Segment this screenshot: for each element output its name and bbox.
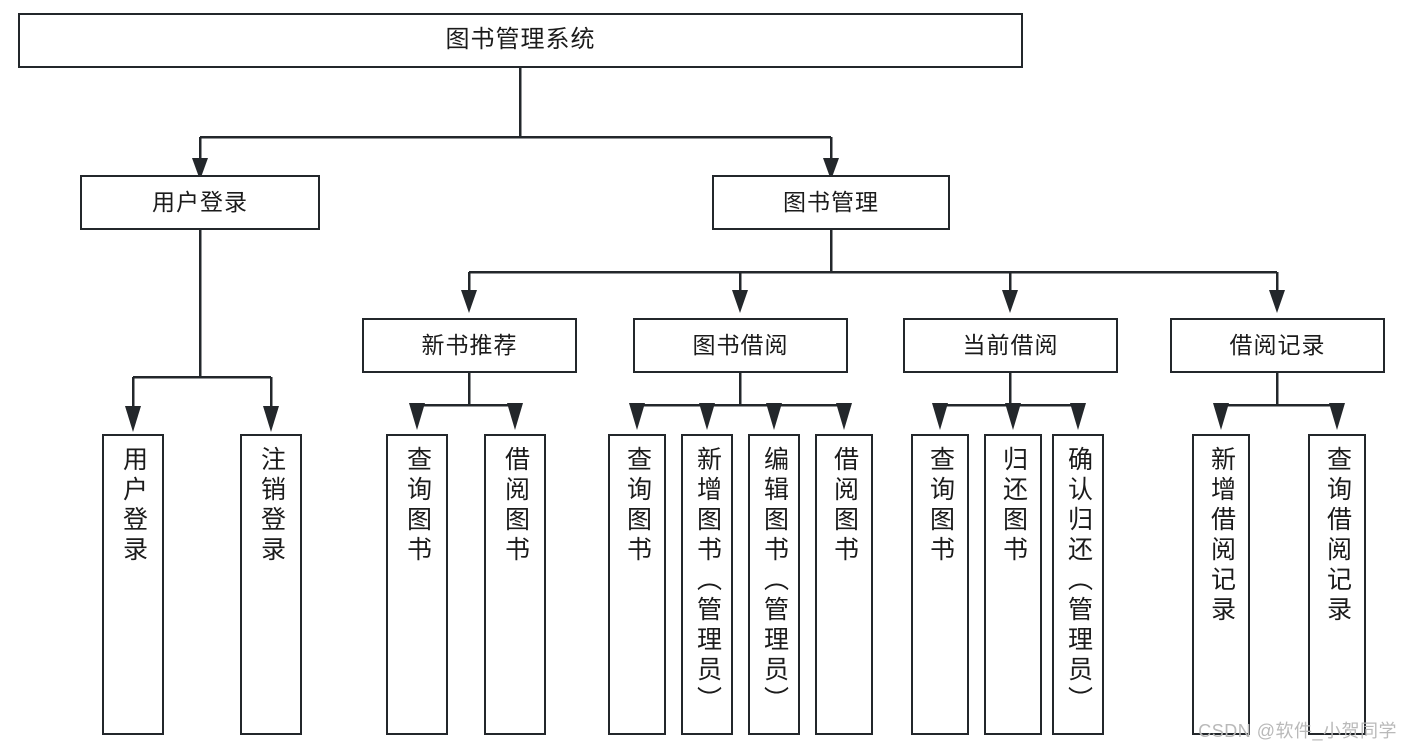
arrow-leaf-add-record bbox=[1213, 403, 1229, 430]
arrow-new-book-rec bbox=[461, 290, 477, 313]
leaf-borrow-book-1[interactable]: 借阅图书 bbox=[484, 434, 546, 735]
arrow-leaf-edit-book bbox=[766, 403, 782, 430]
arrow-leaf-user-login bbox=[125, 406, 141, 432]
node-user-login-label: 用户登录 bbox=[152, 188, 248, 215]
leaf-query-book-3-label: 查询图书 bbox=[926, 446, 955, 566]
leaf-query-book-2[interactable]: 查询图书 bbox=[608, 434, 666, 735]
node-new-book-rec[interactable]: 新书推荐 bbox=[362, 318, 577, 373]
arrow-leaf-add-book bbox=[699, 403, 715, 430]
node-new-book-rec-label: 新书推荐 bbox=[421, 331, 518, 358]
node-root-label: 图书管理系统 bbox=[445, 26, 596, 54]
leaf-query-book-3[interactable]: 查询图书 bbox=[911, 434, 969, 735]
leaf-borrow-book-1-label: 借阅图书 bbox=[501, 446, 530, 566]
node-book-manage[interactable]: 图书管理 bbox=[712, 175, 950, 230]
arrow-borrow-record bbox=[1269, 290, 1285, 313]
leaf-query-book-2-label: 查询图书 bbox=[623, 446, 652, 566]
leaf-query-record[interactable]: 查询借阅记录 bbox=[1308, 434, 1366, 735]
arrow-leaf-borrow-book-1 bbox=[507, 403, 523, 430]
arrow-leaf-return-book bbox=[1005, 403, 1021, 430]
arrow-leaf-user-logout bbox=[263, 406, 279, 432]
node-user-login[interactable]: 用户登录 bbox=[80, 175, 320, 230]
arrow-current-borrow bbox=[1002, 290, 1018, 313]
arrow-leaf-borrow-book-2 bbox=[836, 403, 852, 430]
leaf-return-book-label: 归还图书 bbox=[999, 446, 1028, 566]
node-book-borrow[interactable]: 图书借阅 bbox=[633, 318, 848, 373]
leaf-confirm-return-label: 确认归还（管理员） bbox=[1064, 446, 1093, 716]
arrow-leaf-confirm-return bbox=[1070, 403, 1086, 430]
leaf-confirm-return[interactable]: 确认归还（管理员） bbox=[1052, 434, 1104, 735]
leaf-add-record-label: 新增借阅记录 bbox=[1207, 446, 1236, 626]
leaf-edit-book[interactable]: 编辑图书（管理员） bbox=[748, 434, 800, 735]
leaf-user-login-label: 用户登录 bbox=[119, 446, 148, 566]
leaf-query-book-1-label: 查询图书 bbox=[403, 446, 432, 566]
csdn-watermark: CSDN @软件_小贺同学 bbox=[1198, 721, 1397, 741]
leaf-edit-book-label: 编辑图书（管理员） bbox=[760, 446, 789, 716]
leaf-add-book-label: 新增图书（管理员） bbox=[693, 446, 722, 716]
node-borrow-record-label: 借阅记录 bbox=[1229, 331, 1326, 358]
node-current-borrow-label: 当前借阅 bbox=[962, 331, 1059, 358]
leaf-query-record-label: 查询借阅记录 bbox=[1323, 446, 1352, 626]
node-root[interactable]: 图书管理系统 bbox=[18, 13, 1023, 68]
leaf-user-logout[interactable]: 注销登录 bbox=[240, 434, 302, 735]
leaf-user-logout-label: 注销登录 bbox=[257, 446, 286, 566]
arrow-leaf-query-book-1 bbox=[409, 403, 425, 430]
arrow-book-borrow bbox=[732, 290, 748, 313]
arrow-leaf-query-book-2 bbox=[629, 403, 645, 430]
leaf-add-record[interactable]: 新增借阅记录 bbox=[1192, 434, 1250, 735]
leaf-return-book[interactable]: 归还图书 bbox=[984, 434, 1042, 735]
leaf-borrow-book-2-label: 借阅图书 bbox=[830, 446, 859, 566]
node-current-borrow[interactable]: 当前借阅 bbox=[903, 318, 1118, 373]
node-book-borrow-label: 图书借阅 bbox=[692, 331, 789, 358]
leaf-add-book[interactable]: 新增图书（管理员） bbox=[681, 434, 733, 735]
node-borrow-record[interactable]: 借阅记录 bbox=[1170, 318, 1385, 373]
leaf-query-book-1[interactable]: 查询图书 bbox=[386, 434, 448, 735]
node-book-manage-label: 图书管理 bbox=[783, 188, 879, 215]
leaf-borrow-book-2[interactable]: 借阅图书 bbox=[815, 434, 873, 735]
arrow-leaf-query-book-3 bbox=[932, 403, 948, 430]
arrow-leaf-query-record bbox=[1329, 403, 1345, 430]
leaf-user-login[interactable]: 用户登录 bbox=[102, 434, 164, 735]
